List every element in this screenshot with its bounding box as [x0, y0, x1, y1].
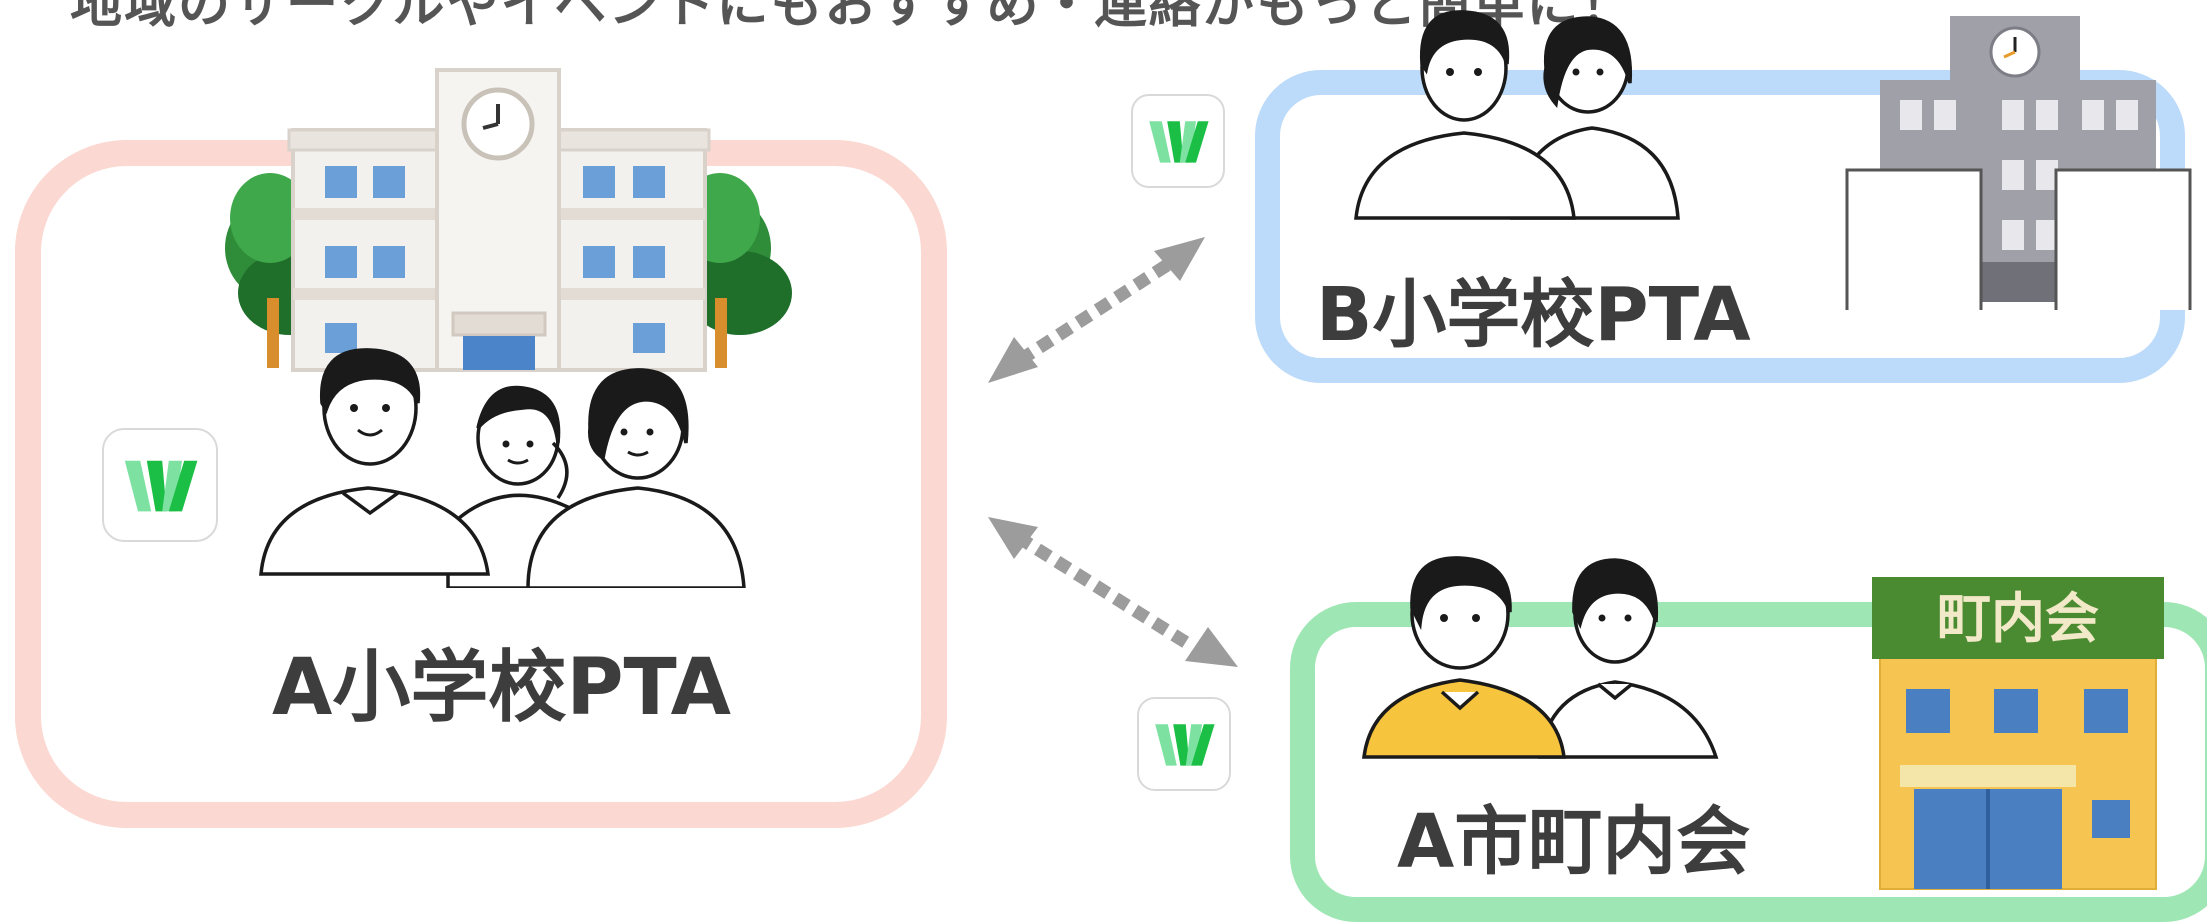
w-app-logo-icon: [102, 428, 218, 542]
people-group-icon: [1360, 552, 1720, 762]
people-group-icon: [1352, 8, 1682, 228]
school-building-icon: [205, 68, 795, 398]
school-building-icon: [1842, 10, 2194, 310]
w-app-logo-icon: [1137, 697, 1231, 791]
w-app-logo-icon: [1131, 94, 1225, 188]
header-text: 地域のサークルやイベントにもおすすめ・連絡がもっと簡単に！: [70, 0, 1635, 35]
dotted-double-arrow-icon: [980, 225, 1220, 395]
community-hall-icon: 町内会: [1870, 575, 2170, 890]
community-hall-sign: 町内会: [1937, 587, 2099, 650]
card-a-label: A小学校PTA: [272, 643, 732, 733]
people-group-icon: [258, 348, 750, 588]
card-c-label: A市町内会: [1397, 799, 1751, 885]
card-b-label: B小学校PTA: [1316, 272, 1751, 358]
dotted-double-arrow-icon: [980, 505, 1240, 675]
